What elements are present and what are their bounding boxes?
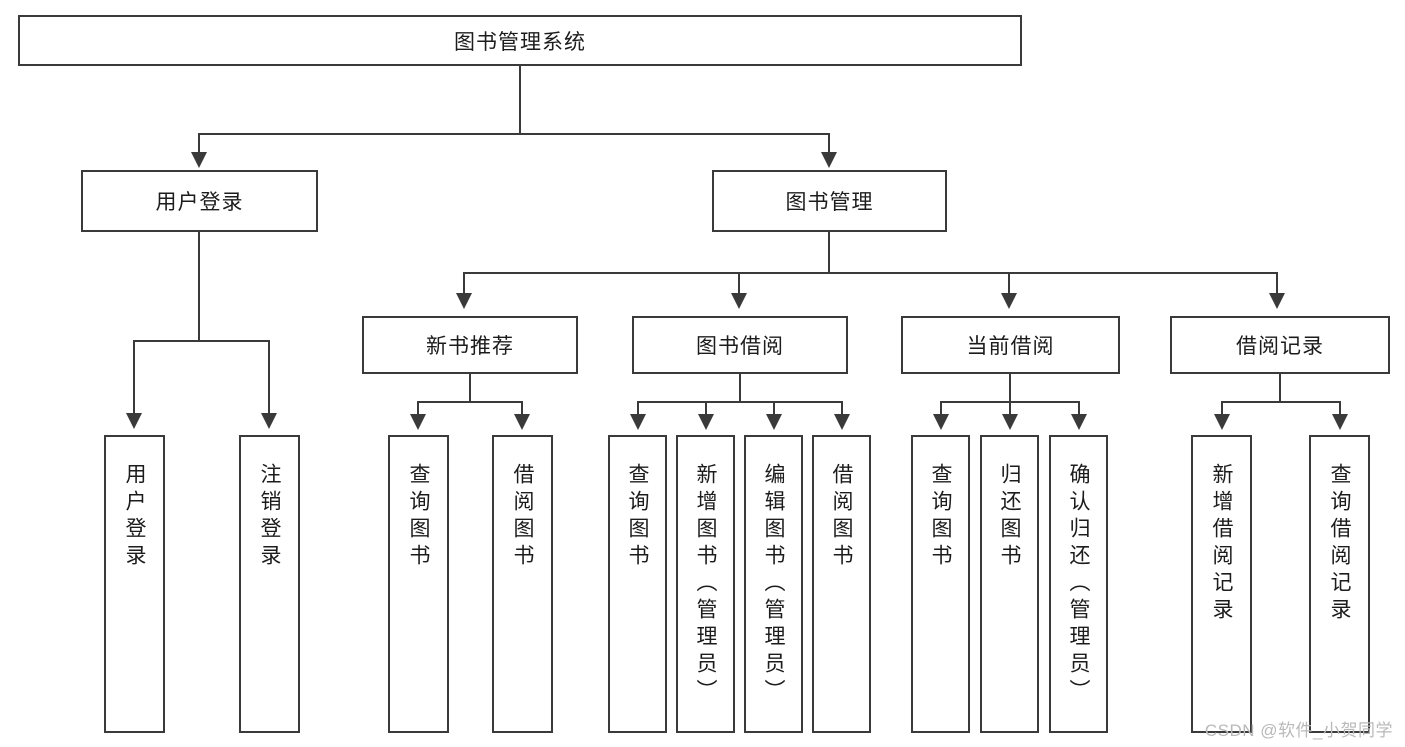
connector-bb-drop-1: [637, 401, 639, 415]
leaf-label: 用户登录: [123, 463, 146, 571]
leaf-br-query-record[interactable]: 查询借阅记录: [1309, 435, 1370, 733]
node-new-book-recommend[interactable]: 新书推荐: [362, 316, 578, 374]
connector-br-drop-1: [1221, 401, 1223, 415]
arrow-bb-leaf-4: [834, 414, 850, 430]
leaf-bb-query-book[interactable]: 查询图书: [608, 435, 667, 733]
leaf-cb-return-book[interactable]: 归还图书: [980, 435, 1039, 733]
connector-root-stem: [519, 66, 521, 133]
leaf-label: 查询图书: [626, 463, 649, 571]
connector-br-bar: [1221, 401, 1340, 403]
node-root-system[interactable]: 图书管理系统: [18, 15, 1022, 66]
leaf-label: 归还图书: [998, 463, 1021, 571]
connector-user-login-drop-1: [133, 340, 135, 414]
node-book-borrow[interactable]: 图书借阅: [632, 316, 848, 374]
connector-user-login-drop-2: [268, 340, 270, 414]
connector-nbr-drop-1: [417, 401, 419, 415]
connector-user-login-stem: [198, 232, 200, 342]
node-label: 借阅记录: [1236, 335, 1324, 358]
arrow-bm-to-new-book: [456, 293, 472, 309]
leaf-label: 编辑图书（管理员）: [762, 463, 785, 706]
connector-bb-stem: [739, 374, 741, 402]
node-label: 用户登录: [155, 191, 244, 214]
leaf-bb-borrow-book[interactable]: 借阅图书: [812, 435, 871, 733]
leaf-label: 新增借阅记录: [1210, 463, 1233, 625]
leaf-label: 查询借阅记录: [1328, 463, 1351, 625]
connector-bm-drop-4: [1276, 272, 1278, 294]
arrow-br-leaf-1: [1214, 414, 1230, 430]
leaf-bb-add-book-admin[interactable]: 新增图书（管理员）: [676, 435, 735, 733]
leaf-bb-edit-book-admin[interactable]: 编辑图书（管理员）: [744, 435, 803, 733]
connector-root-bar: [198, 133, 830, 135]
connector-book-manage-stem: [828, 232, 830, 273]
node-current-borrow[interactable]: 当前借阅: [901, 316, 1120, 374]
arrow-root-to-book-manage: [821, 152, 837, 168]
connector-bm-drop-2: [738, 272, 740, 294]
connector-root-to-user-login: [198, 133, 200, 153]
connector-cb-stem: [1009, 374, 1011, 402]
connector-cb-drop-2: [1009, 401, 1011, 415]
connector-bm-drop-3: [1008, 272, 1010, 294]
arrow-br-leaf-2: [1332, 414, 1348, 430]
arrow-bb-leaf-1: [630, 414, 646, 430]
arrow-nbr-leaf-2: [514, 414, 530, 430]
arrow-user-login-leaf-2: [261, 413, 277, 429]
connector-cb-drop-3: [1078, 401, 1080, 415]
arrow-cb-leaf-3: [1071, 414, 1087, 430]
leaf-label: 查询图书: [407, 463, 430, 571]
leaf-label: 借阅图书: [511, 463, 534, 571]
leaf-user-login[interactable]: 用户登录: [104, 435, 165, 733]
connector-nbr-drop-2: [521, 401, 523, 415]
connector-root-to-book-manage: [828, 133, 830, 153]
node-label: 图书管理系统: [454, 30, 586, 54]
connector-book-manage-bar: [463, 272, 1278, 274]
connector-bm-drop-1: [463, 272, 465, 294]
node-borrow-record[interactable]: 借阅记录: [1170, 316, 1390, 374]
leaf-logout-login[interactable]: 注销登录: [239, 435, 300, 733]
connector-br-drop-2: [1339, 401, 1341, 415]
leaf-label: 新增图书（管理员）: [694, 463, 717, 706]
connector-nbr-bar: [417, 401, 522, 403]
arrow-user-login-leaf-1: [126, 413, 142, 429]
connector-bb-drop-4: [841, 401, 843, 415]
leaf-label: 注销登录: [258, 463, 281, 571]
connector-nbr-stem: [469, 374, 471, 402]
connector-bb-drop-2: [705, 401, 707, 415]
node-user-login[interactable]: 用户登录: [81, 170, 318, 232]
node-label: 图书管理: [785, 191, 874, 214]
connector-bb-bar: [637, 401, 842, 403]
connector-br-stem: [1279, 374, 1281, 402]
connector-cb-drop-1: [940, 401, 942, 415]
leaf-label: 确认归还（管理员）: [1067, 463, 1090, 706]
leaf-label: 查询图书: [929, 463, 952, 571]
leaf-nbr-borrow-book[interactable]: 借阅图书: [492, 435, 553, 733]
leaf-cb-confirm-return-admin[interactable]: 确认归还（管理员）: [1049, 435, 1108, 733]
arrow-cb-leaf-2: [1002, 414, 1018, 430]
arrow-bm-to-borrow-record: [1269, 293, 1285, 309]
arrow-bb-leaf-2: [698, 414, 714, 430]
connector-user-login-bar: [133, 340, 268, 342]
arrow-root-to-user-login: [191, 152, 207, 168]
leaf-nbr-query-book[interactable]: 查询图书: [388, 435, 449, 733]
node-book-management[interactable]: 图书管理: [712, 170, 947, 232]
arrow-nbr-leaf-1: [410, 414, 426, 430]
leaf-br-add-record[interactable]: 新增借阅记录: [1191, 435, 1252, 733]
leaf-label: 借阅图书: [830, 463, 853, 571]
node-label: 新书推荐: [426, 335, 514, 358]
leaf-cb-query-book[interactable]: 查询图书: [911, 435, 970, 733]
node-label: 当前借阅: [966, 335, 1055, 358]
connector-bb-drop-3: [773, 401, 775, 415]
arrow-cb-leaf-1: [933, 414, 949, 430]
node-label: 图书借阅: [696, 335, 784, 358]
arrow-bb-leaf-3: [766, 414, 782, 430]
arrow-bm-to-current-borrow: [1001, 293, 1017, 309]
arrow-bm-to-book-borrow: [731, 293, 747, 309]
